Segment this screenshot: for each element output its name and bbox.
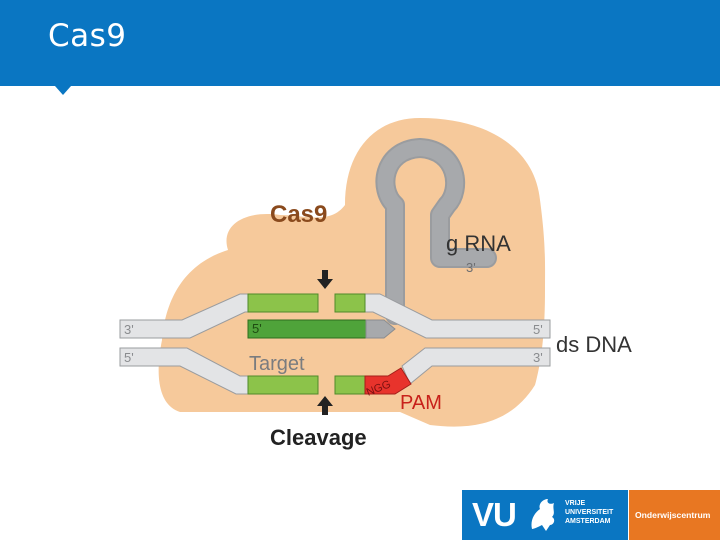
vu-logo: VU VRIJE UNIVERSITEIT AMSTERDAM: [462, 490, 628, 540]
cleavage-arrow-bottom: [317, 396, 333, 415]
pam-segment: [364, 367, 412, 395]
grna-connector: [365, 319, 396, 339]
footer-logos: VU VRIJE UNIVERSITEIT AMSTERDAM Onderwij…: [462, 490, 720, 540]
top-left-3prime-label: 3': [124, 322, 134, 337]
title-bar: Cas9: [0, 0, 720, 86]
bottom-left-5prime-label: 5': [124, 350, 134, 365]
bottom-right-3prime-label: 3': [533, 350, 543, 365]
guide-rna-pairing: [247, 319, 367, 339]
cleavage-arrow-top: [317, 270, 333, 289]
grna-label: g RNA: [446, 231, 511, 256]
onderwijscentrum-logo: Onderwijscentrum: [629, 490, 720, 540]
target-segment: [334, 293, 366, 313]
vu-letters: VU: [472, 496, 517, 533]
cleavage-label: Cleavage: [270, 425, 367, 450]
onderwijscentrum-label: Onderwijscentrum: [635, 510, 711, 520]
vu-text-lines: VRIJE UNIVERSITEIT AMSTERDAM: [565, 499, 613, 526]
vu-line-universiteit: UNIVERSITEIT: [565, 509, 614, 516]
slide-title: Cas9: [48, 18, 127, 54]
guide-5prime-label: 5': [252, 321, 262, 336]
griffin-emblem-icon: [531, 499, 555, 531]
target-segment: [334, 375, 366, 395]
grna-strand-core: [377, 140, 495, 323]
pam-label: PAM: [400, 392, 442, 414]
target-segment: [247, 375, 319, 395]
top-right-5prime-label: 5': [533, 322, 543, 337]
vu-line-amsterdam: AMSTERDAM: [565, 518, 611, 525]
grna-3prime-label: 3': [466, 260, 476, 275]
target-label: Target: [249, 353, 305, 375]
title-pointer: [55, 86, 71, 95]
cas9-label: Cas9: [270, 201, 327, 228]
dsdna-label: ds DNA: [556, 332, 632, 357]
vu-line-vrije: VRIJE: [565, 500, 586, 507]
dna-top-strand-right: [364, 293, 551, 339]
target-segment: [247, 293, 319, 313]
